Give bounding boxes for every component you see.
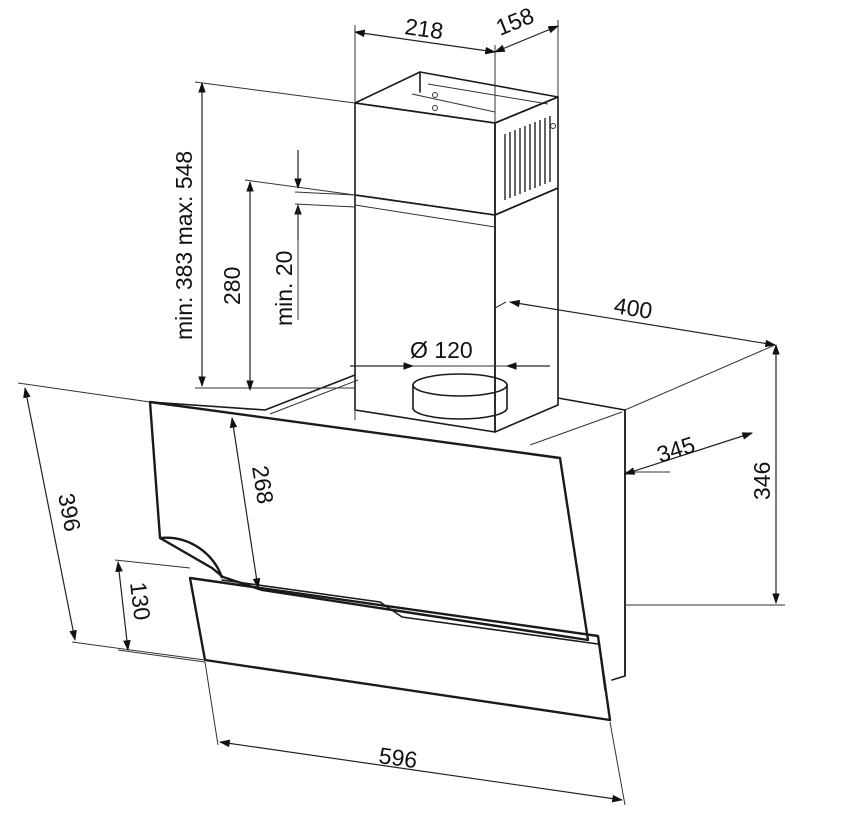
label-glass-height: 268	[247, 464, 279, 506]
label-body-width: 400	[612, 292, 654, 324]
label-body-depth: 345	[654, 431, 699, 468]
duct-collar	[412, 373, 508, 420]
chimney-lower-section	[354, 187, 559, 433]
dimension-lines	[17, 20, 785, 806]
label-min-gap: min. 20	[271, 251, 297, 326]
label-total-width: 596	[377, 742, 419, 773]
label-chimney-width: 218	[403, 13, 445, 44]
label-body-height: 346	[749, 462, 775, 500]
label-chimney-depth: 158	[492, 2, 537, 40]
label-lower-panel-height: 130	[125, 580, 155, 621]
glass-front-panel	[148, 400, 599, 645]
label-total-height: 396	[53, 491, 86, 534]
label-chimney-range: min: 383 max: 548	[171, 151, 197, 340]
label-duct-diameter: Ø 120	[410, 337, 473, 363]
hood-body	[149, 374, 626, 681]
lower-glass-panel	[188, 576, 612, 722]
chimney-vent-slots	[504, 116, 551, 200]
chimney-upper-section	[354, 71, 559, 216]
label-bracket-height: 280	[219, 267, 245, 305]
